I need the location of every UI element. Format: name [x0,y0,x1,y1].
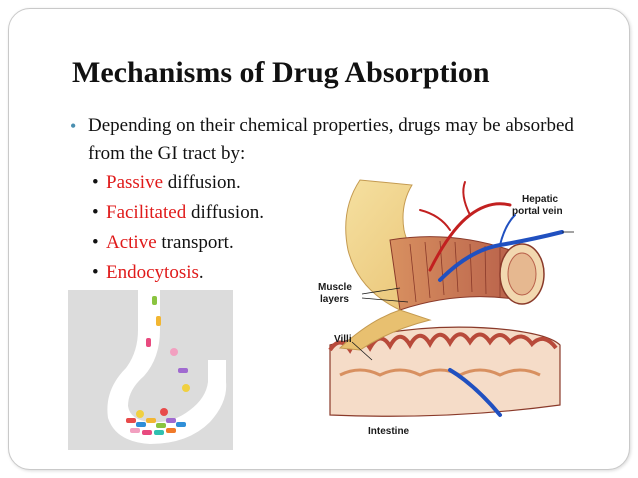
label-intestine: Intestine [368,426,410,437]
main-bullet-text: Depending on their chemical properties, … [88,115,574,164]
villi-folds [328,332,558,354]
stomach-outline [107,290,227,444]
mechanism-highlight: Active [106,232,157,253]
bullet-dot-icon: • [92,232,99,253]
mechanism-highlight: Endocytosis [106,262,199,283]
bullet-dot-icon: • [92,172,99,193]
blood-vessels [419,181,564,417]
intestine-diagram: Hepatic portal vein Muscle layers Villi … [318,179,574,437]
slide-title: Mechanisms of Drug Absorption [72,56,490,89]
bullet-dot-icon: • [92,262,99,283]
label-leaders [351,231,574,361]
mechanism-rest: diffusion. [163,172,241,193]
mechanism-highlight: Facilitated [106,202,187,223]
falling-pills [146,296,190,392]
stomach-pills-illustration [68,290,233,450]
mechanism-highlight: Passive [106,172,163,193]
list-item: • Endocytosis. [92,258,264,288]
label-layers: layers [320,294,349,305]
list-item: • Passive diffusion. [92,168,264,198]
list-item: • Active transport. [92,228,264,258]
pile-of-pills [126,408,186,435]
label-hepatic: Hepatic [522,194,559,205]
label-muscle: Muscle [318,282,352,293]
mechanism-rest: transport. [156,232,234,253]
absorption-mechanism-list: • Passive diffusion. • Facilitated diffusi… [92,168,264,288]
list-item: • Facilitated diffusion. [92,198,264,228]
mechanism-rest: . [198,262,204,283]
bullet-dot-icon: • [92,202,99,223]
label-portal-vein: portal vein [512,206,563,217]
bullet-dot-icon: • [70,116,77,136]
main-bullet: • Depending on their chemical properties… [70,112,590,168]
mechanism-rest: diffusion. [186,202,264,223]
label-villi: Villi [334,334,352,345]
